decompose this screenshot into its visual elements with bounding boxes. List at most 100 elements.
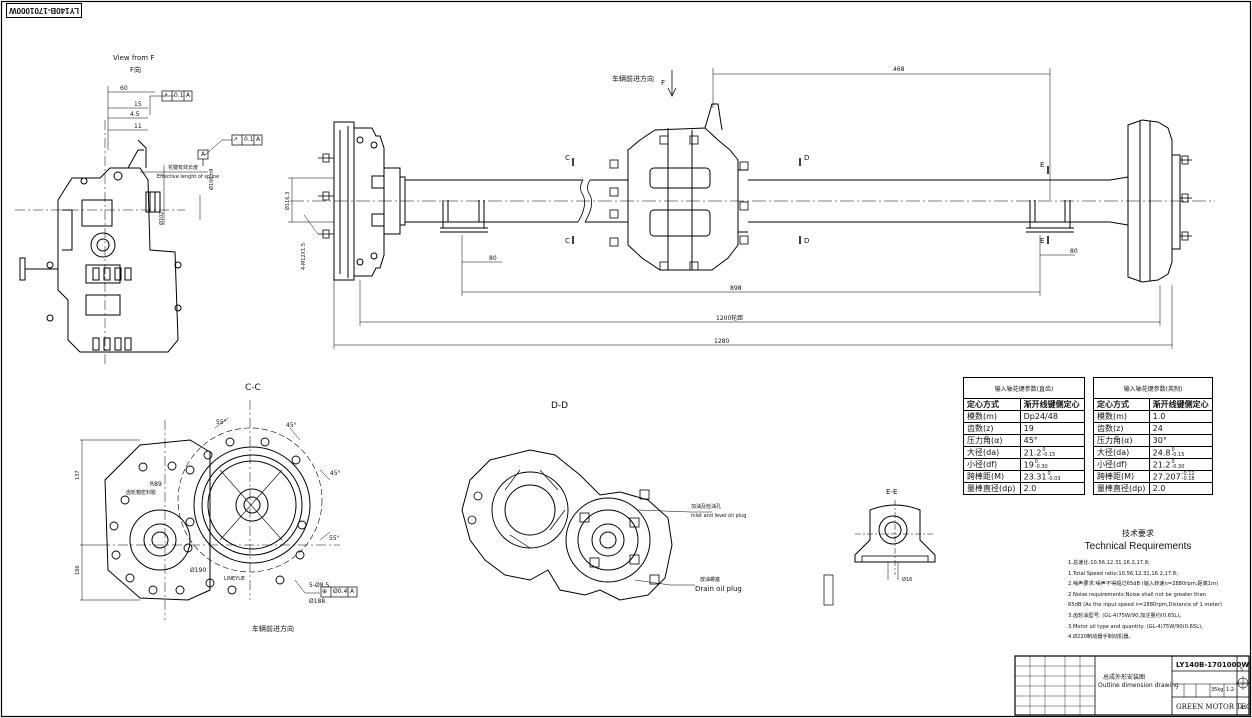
- tech-req-title-cn: 技术要求: [1122, 529, 1154, 538]
- spec-tol-upper: 0: [1171, 446, 1175, 453]
- tol-frame-2-symbol: ↗: [233, 136, 239, 143]
- spec-header-value: 渐开线键侧定心: [1148, 398, 1214, 411]
- title-block-title-cn: 总成外形安装图: [1103, 674, 1146, 681]
- tech-req-title-en: Technical Requirements: [1084, 541, 1192, 552]
- section-e-top: E: [1040, 161, 1045, 169]
- spec-row-value: 2.0: [1148, 482, 1214, 495]
- spec-row-label: 压力角(α): [963, 434, 1021, 447]
- spec-row-value: 24: [1148, 422, 1214, 435]
- section-ee-title: E-E: [886, 488, 898, 496]
- spec-row-label: 齿数(z): [963, 422, 1021, 435]
- tol-frame-2-value: 0.1: [244, 136, 254, 143]
- title-block-company: GREEN MOTOR TECH: [1176, 703, 1252, 711]
- tol-frame-3-datum: A: [350, 588, 355, 595]
- dim-898: 898: [730, 285, 742, 292]
- angle-55-top: 55°: [216, 419, 227, 426]
- spec-row-value: 19: [1019, 422, 1086, 435]
- spec-table-title: 输入轴花键参数(英制): [1093, 377, 1213, 399]
- spec-tol-lower: -0.15: [1042, 451, 1056, 458]
- title-block-grid: [1014, 655, 1250, 716]
- view-f-arrow-label: F: [661, 79, 666, 87]
- section-dd-view: [461, 449, 712, 601]
- spec-nominal: 21.2: [1152, 460, 1171, 469]
- dim-dia16: Ø16: [902, 577, 913, 583]
- dim-1280: 1280: [714, 338, 730, 345]
- spec-row-label: 量棒直径(dp): [963, 482, 1021, 495]
- spec-header-value: 渐开线键侧定心: [1019, 398, 1086, 411]
- section-c-bottom: C: [565, 237, 570, 245]
- front-view: [15, 86, 263, 365]
- spec-row-value: 1.0: [1148, 410, 1214, 423]
- spline-note-cn: 花键有效长度: [168, 165, 199, 171]
- dim-15: 15: [134, 101, 142, 108]
- title-block-weight: 35kg: [1211, 687, 1224, 693]
- dim-1200: 1200轮距: [716, 315, 744, 322]
- axle-main-view: [288, 68, 1215, 349]
- drain-plug-cn: 放油螺塞: [700, 577, 721, 583]
- dim-186: 186: [75, 565, 81, 575]
- spec-row-label: 大径(da): [1093, 446, 1150, 459]
- gear-seal-note: 齿轮箱密封胶: [126, 490, 157, 496]
- spec-row-label: 量棒直径(dp): [1093, 482, 1150, 495]
- spec-tol-lower: -0.15: [1171, 451, 1185, 458]
- spec-row-value: 21.20-0.15: [1019, 446, 1086, 459]
- spec-row-value: 190-0.30: [1019, 458, 1086, 471]
- spec-tol-lower: -0.03: [1047, 475, 1061, 482]
- section-cc-view: [80, 400, 358, 620]
- dim-dia102: Ø102: [159, 211, 165, 225]
- spec-row-value: 24.80-0.15: [1148, 446, 1214, 459]
- section-cc-title: C-C: [245, 383, 261, 393]
- dim-r89: R89: [150, 481, 162, 488]
- spec-nominal: 23.31: [1023, 472, 1047, 481]
- spec-row-label: 跨棒距(M): [963, 470, 1021, 483]
- technical-requirements: 技术要求 Technical Requirements 1.总速比:10.56,…: [1068, 528, 1238, 643]
- spec-tol-lower: -0.30: [1034, 463, 1048, 470]
- dim-4-5: 4.5: [130, 111, 140, 118]
- section-dd-title: D-D: [551, 401, 569, 411]
- spec-tol-lower: -0.30: [1171, 463, 1185, 470]
- spec-nominal: 27.207: [1152, 472, 1181, 481]
- title-block-revision: A1: [1240, 705, 1247, 711]
- spec-tol-upper: -0.12: [1181, 470, 1195, 477]
- spec-row-label: 小径(df): [1093, 458, 1150, 471]
- spec-header-key: 定心方式: [963, 398, 1021, 411]
- section-ee-view: [823, 500, 936, 606]
- vehicle-direction-bottom: 车辆前进方向: [252, 625, 294, 633]
- dim-80-left: 80: [489, 255, 497, 262]
- spec-nominal: 19: [1023, 460, 1034, 469]
- view-from-label-cn: F向: [130, 66, 142, 74]
- section-d-bottom: D: [804, 237, 810, 245]
- spec-tol-upper: 0: [1042, 446, 1046, 453]
- dim-bolt-spec: 4-M12X1.5: [301, 242, 307, 270]
- tol-frame-2-datum: A: [256, 136, 261, 143]
- spec-row-label: 压力角(α): [1093, 434, 1150, 447]
- vehicle-direction-top: 车辆前进方向: [612, 75, 654, 83]
- tech-req-line: 1.总速比:10.56,12.31,16.2,17.8;: [1068, 560, 1150, 566]
- tech-req-line: 2.噪声要求:噪声不得超过65dB (输入转速n=2880rpm,距离1m): [1068, 581, 1219, 588]
- spec-nominal: 21.2: [1023, 448, 1042, 457]
- tol-frame-1-symbol: ↗: [163, 92, 169, 99]
- spec-row-label: 小径(df): [963, 458, 1021, 471]
- spec-tol-upper: 0: [1034, 458, 1038, 465]
- spline-spec-table-imperial: 输入轴花键参数(英制) 定心方式渐开线键侧定心 模数(m)1.0 齿数(z)24…: [1093, 377, 1214, 495]
- dim-dia188: Ø188: [309, 598, 326, 605]
- angle-45-right: 45°: [330, 470, 341, 477]
- tech-req-line: 1.Total Speed ratio:10.56,12.31,16.2,17.…: [1068, 570, 1178, 577]
- title-block-sheet: S: [1240, 667, 1244, 673]
- dim-dia190: Ø190: [190, 567, 207, 574]
- title-block-drawing-no: LY140B-1701000W: [1176, 661, 1250, 669]
- dim-dia116: Ø116.3: [285, 191, 291, 210]
- dim-80-right: 80: [1070, 248, 1078, 255]
- dim-5-holes: 5-Ø8.5: [309, 582, 330, 589]
- title-block-title-en: Outline dimension drawing: [1098, 682, 1179, 689]
- spec-tol-upper: 0: [1171, 458, 1175, 465]
- tech-req-line: 4.Ø220制动器手制动机器。: [1068, 634, 1134, 641]
- spec-row-label: 模数(m): [963, 410, 1021, 423]
- brand-mark: LINEYUE: [224, 576, 246, 582]
- tol-frame-3-value: Ø0.4: [333, 588, 348, 595]
- fill-plug-en: inlet and level oil plug: [691, 513, 747, 519]
- spec-row-label: 齿数(z): [1093, 422, 1150, 435]
- spec-nominal: 24.8: [1152, 448, 1171, 457]
- spline-spec-table-metric: 输入轴花键参数(直齿) 定心方式渐开线键侧定心 模数(m)Dp24/48 齿数(…: [963, 377, 1086, 495]
